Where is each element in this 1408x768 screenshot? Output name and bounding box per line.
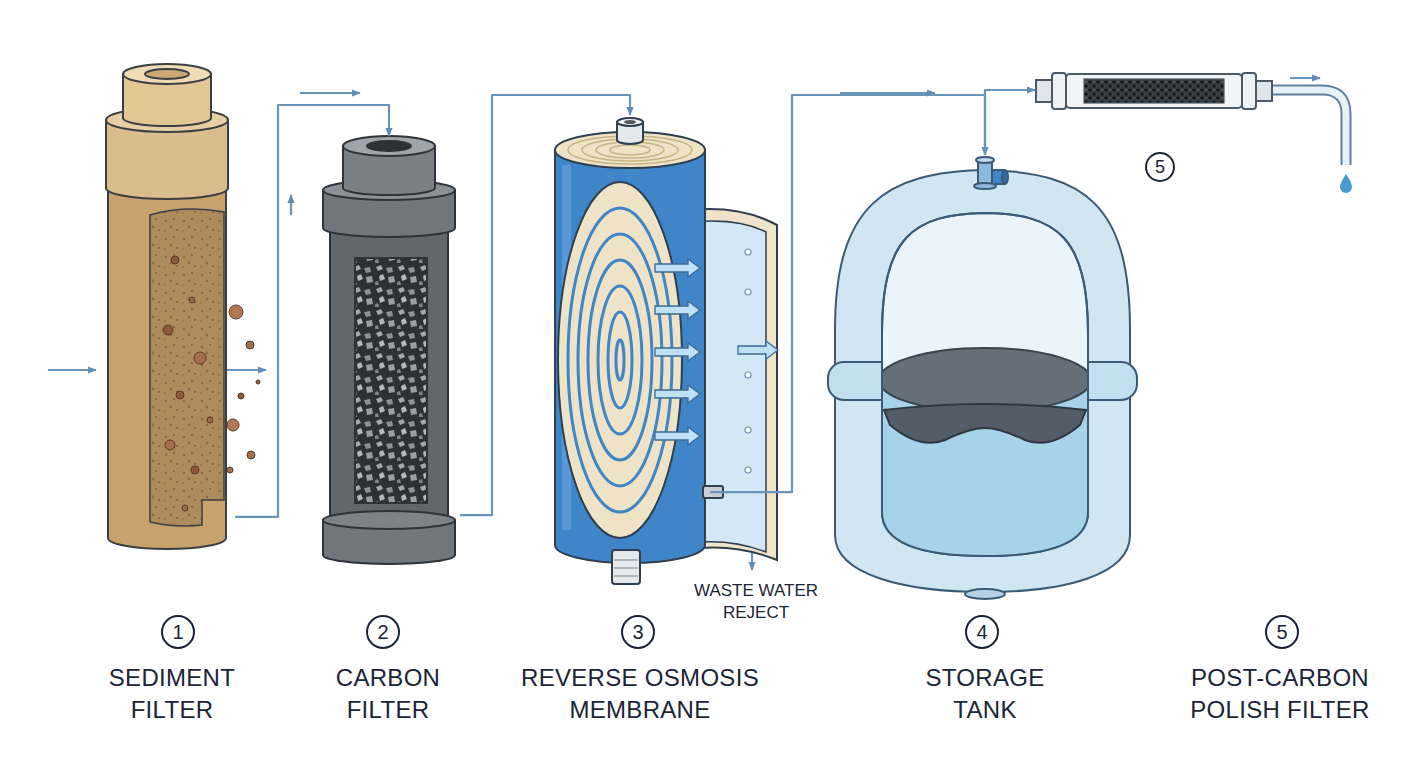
- post-carbon-filter: 5POST-CARBON POLISH FILTER: [1035, 66, 1275, 114]
- membrane-fitting-top: [617, 118, 643, 126]
- membrane-outlet: [703, 486, 723, 498]
- flow-connector: [710, 95, 985, 492]
- flow-connector: [235, 105, 389, 517]
- carbon-filter-art: [323, 136, 455, 564]
- tank-cutaway-edge: [882, 213, 1088, 556]
- membrane-pores: [745, 249, 751, 473]
- stage-label: REVERSE OSMOSIS MEMBRANE: [495, 662, 785, 726]
- tank-bladder: [879, 348, 1091, 412]
- stage-label: STORAGE TANK: [900, 662, 1070, 726]
- filter-cutaway: [150, 209, 224, 526]
- storage-tank: 4STORAGE TANK: [835, 155, 1135, 595]
- membrane-fitting: [612, 550, 640, 584]
- sediment-particles: [163, 256, 260, 511]
- fitting-ridges: [614, 560, 638, 576]
- filter-endcap: [1242, 73, 1256, 109]
- storage-tank-art: [828, 157, 1137, 599]
- tank-valve-top: [976, 157, 994, 163]
- tank-contents: [870, 348, 1100, 568]
- sediment-filter: 1SEDIMENT FILTER: [100, 62, 235, 547]
- filter-endcap: [1052, 73, 1066, 109]
- permeate-arrows: [655, 259, 778, 445]
- carbon-filter: 2CARBON FILTER: [318, 136, 460, 562]
- filter-housing: [1066, 74, 1242, 108]
- membrane-spiral: [558, 182, 682, 538]
- membrane-housing: [555, 150, 705, 563]
- waste-label: WASTE WATER REJECT: [686, 580, 826, 624]
- ro-membrane-art: [555, 118, 778, 584]
- tank-water: [870, 378, 1100, 568]
- inlet-arrow: [48, 369, 96, 371]
- stage-label: POST-CARBON POLISH FILTER: [1165, 662, 1395, 726]
- ro-membrane: 3REVERSE OSMOSIS MEMBRANE: [550, 115, 710, 587]
- filter-collar-top: [323, 511, 455, 529]
- flow-arrow-mark: [840, 92, 935, 94]
- carbon-window: [1084, 79, 1224, 103]
- stage-number: 3: [621, 615, 655, 649]
- stage-label: SEDIMENT FILTER: [87, 662, 257, 726]
- sediment-filter-art: [106, 64, 260, 549]
- stage-number: 2: [366, 615, 400, 649]
- carbon-cutaway: [355, 258, 427, 503]
- flow-arrow-mark: [290, 195, 292, 215]
- filter-port: [145, 69, 189, 79]
- flow-arrow-mark: [300, 92, 360, 94]
- flow-connector: [985, 90, 1035, 155]
- membrane-port: [624, 120, 636, 124]
- filter-cap-top: [123, 64, 211, 84]
- filter-body: [330, 228, 448, 520]
- filter-body: [108, 190, 226, 549]
- stage-number: 1: [161, 615, 195, 649]
- tank-diaphragm: [884, 404, 1086, 443]
- filter-cap-top: [343, 136, 435, 156]
- filter-inlet: [1036, 80, 1052, 102]
- stage-number: 4: [965, 615, 999, 649]
- outlet-pipe: [1270, 90, 1346, 165]
- tank-valve-base: [974, 183, 996, 189]
- callout-number: 5: [1145, 152, 1175, 182]
- post-filter-art: [1036, 73, 1352, 193]
- stage-number: 5: [1265, 615, 1299, 649]
- filter-outlet: [1256, 81, 1272, 101]
- spiral-wraps: [568, 208, 672, 512]
- water-drop: [1340, 174, 1352, 193]
- tank-valve-knob-end: [1002, 170, 1008, 184]
- flow-connector: [460, 95, 630, 515]
- filter-port: [367, 141, 411, 151]
- flow-arrow-mark: [1290, 77, 1320, 79]
- outlet-pipe-inner: [1270, 90, 1346, 165]
- stage-label: CARBON FILTER: [303, 662, 473, 726]
- tank-foot: [965, 589, 1005, 599]
